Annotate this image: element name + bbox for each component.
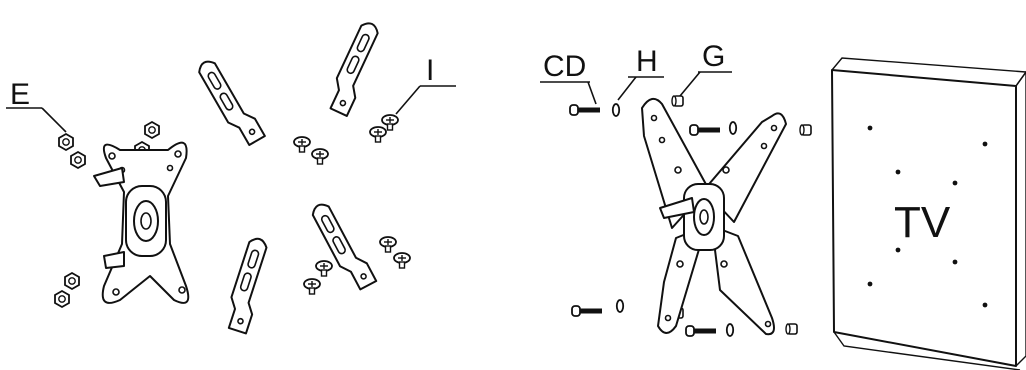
label-h: H (617, 45, 664, 101)
svg-text:H: H (636, 45, 658, 78)
left-assembly: E (6, 19, 456, 335)
label-g: G (679, 40, 732, 97)
x-bracket-icon (641, 97, 787, 336)
svg-text:I: I (426, 54, 434, 87)
vesa-plate-icon (93, 141, 190, 304)
right-assembly: CD H G (540, 40, 1026, 370)
svg-text:CD: CD (543, 50, 586, 83)
svg-text:E: E (10, 78, 30, 111)
label-e: E (6, 78, 67, 133)
label-cd: CD (540, 50, 597, 105)
svg-text:G: G (702, 40, 725, 73)
bracket-arm-icon (195, 19, 388, 335)
tv-panel-icon: TV (831, 57, 1026, 370)
label-i: I (395, 54, 456, 115)
tv-label: TV (894, 198, 951, 247)
